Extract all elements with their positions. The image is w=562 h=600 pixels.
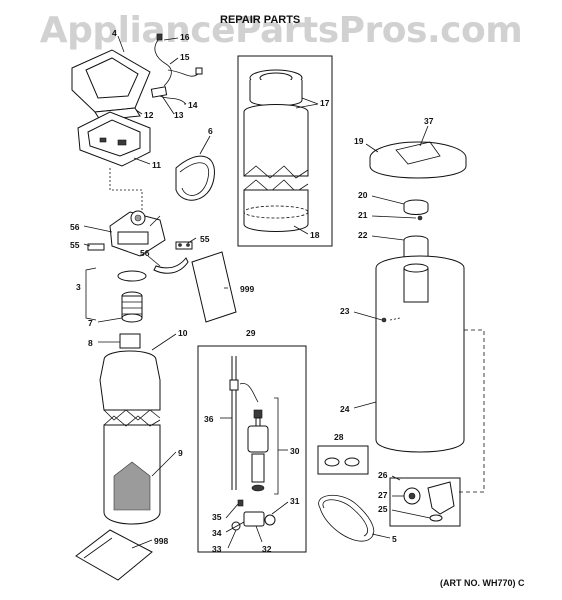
callout-31: 31 [290, 496, 300, 506]
part-adapter[interactable] [121, 291, 143, 323]
part-wiring-harness[interactable] [154, 33, 203, 87]
callout-14: 14 [188, 100, 198, 110]
part-control-cover[interactable] [71, 49, 151, 121]
callout-19: 19 [354, 136, 364, 146]
part-brine-tube[interactable] [229, 356, 259, 490]
callout-5: 5 [392, 534, 397, 544]
part-plug[interactable] [150, 86, 168, 98]
part-tank-liner[interactable] [243, 69, 309, 232]
callout-24: 24 [340, 404, 350, 414]
callout-23: 23 [340, 306, 350, 316]
part-clip-55-left[interactable] [87, 243, 105, 251]
part-base-housing[interactable] [77, 111, 151, 210]
callout-55-right: 55 [200, 234, 210, 244]
part-gasket[interactable] [175, 155, 215, 201]
callout-26: 26 [378, 470, 388, 480]
callout-56-top: 56 [70, 222, 80, 232]
callout-22: 22 [358, 230, 368, 240]
callout-16: 16 [180, 32, 190, 42]
part-o-ring[interactable] [117, 270, 147, 282]
frame-tank-liner [237, 55, 333, 247]
callout-32: 32 [262, 544, 272, 554]
callout-30: 30 [290, 446, 300, 456]
callout-999: 999 [240, 284, 254, 294]
callout-34: 34 [212, 528, 222, 538]
callout-labels: 4 16 15 12 13 14 17 18 11 6 19 37 20 21 … [70, 28, 434, 554]
callout-36: 36 [204, 414, 214, 424]
callout-4: 4 [112, 28, 117, 38]
callout-12: 12 [144, 110, 154, 120]
callout-55-left: 55 [70, 240, 80, 250]
callout-28: 28 [334, 432, 344, 442]
part-filter-pad[interactable] [191, 251, 237, 323]
callout-6: 6 [208, 126, 213, 136]
frame-clamps [317, 445, 369, 475]
part-clamps[interactable] [324, 457, 360, 467]
callout-37: 37 [424, 116, 434, 126]
part-float-assembly[interactable] [247, 409, 269, 492]
callout-29: 29 [246, 328, 256, 338]
part-bracket-56[interactable] [153, 257, 189, 274]
part-hose[interactable] [318, 494, 375, 542]
part-overflow-elbow[interactable] [389, 477, 461, 527]
part-screw[interactable] [381, 317, 387, 323]
callout-15: 15 [180, 52, 190, 62]
diagram-title: REPAIR PARTS [220, 14, 301, 26]
frame-brine-valve [197, 345, 307, 553]
part-valve-assembly[interactable] [109, 210, 166, 257]
part-packet[interactable] [75, 529, 153, 581]
callout-7: 7 [88, 318, 93, 328]
callout-13: 13 [174, 110, 184, 120]
leader-lines [83, 35, 431, 549]
callout-56-bottom: 56 [140, 248, 150, 258]
callout-17: 17 [320, 98, 330, 108]
callout-998: 998 [154, 536, 168, 546]
part-clip-55-right[interactable] [175, 241, 193, 250]
callout-21: 21 [358, 210, 368, 220]
callout-10: 10 [178, 328, 188, 338]
part-brine-tank[interactable] [375, 255, 465, 453]
part-resin-tank[interactable] [99, 333, 161, 525]
callout-25: 25 [378, 504, 388, 514]
callout-35: 35 [212, 512, 222, 522]
callout-20: 20 [358, 190, 368, 200]
callout-8: 8 [88, 338, 93, 348]
art-number: (ART NO. WH770) C [440, 578, 525, 588]
part-cap[interactable] [403, 199, 429, 215]
callout-18: 18 [310, 230, 320, 240]
callout-11: 11 [152, 160, 161, 170]
part-rivet[interactable] [417, 215, 423, 221]
callout-27: 27 [378, 490, 388, 500]
callout-3: 3 [76, 282, 81, 292]
callout-33: 33 [212, 544, 222, 554]
callout-9: 9 [178, 448, 183, 458]
part-brine-tank-cover[interactable] [369, 141, 467, 179]
